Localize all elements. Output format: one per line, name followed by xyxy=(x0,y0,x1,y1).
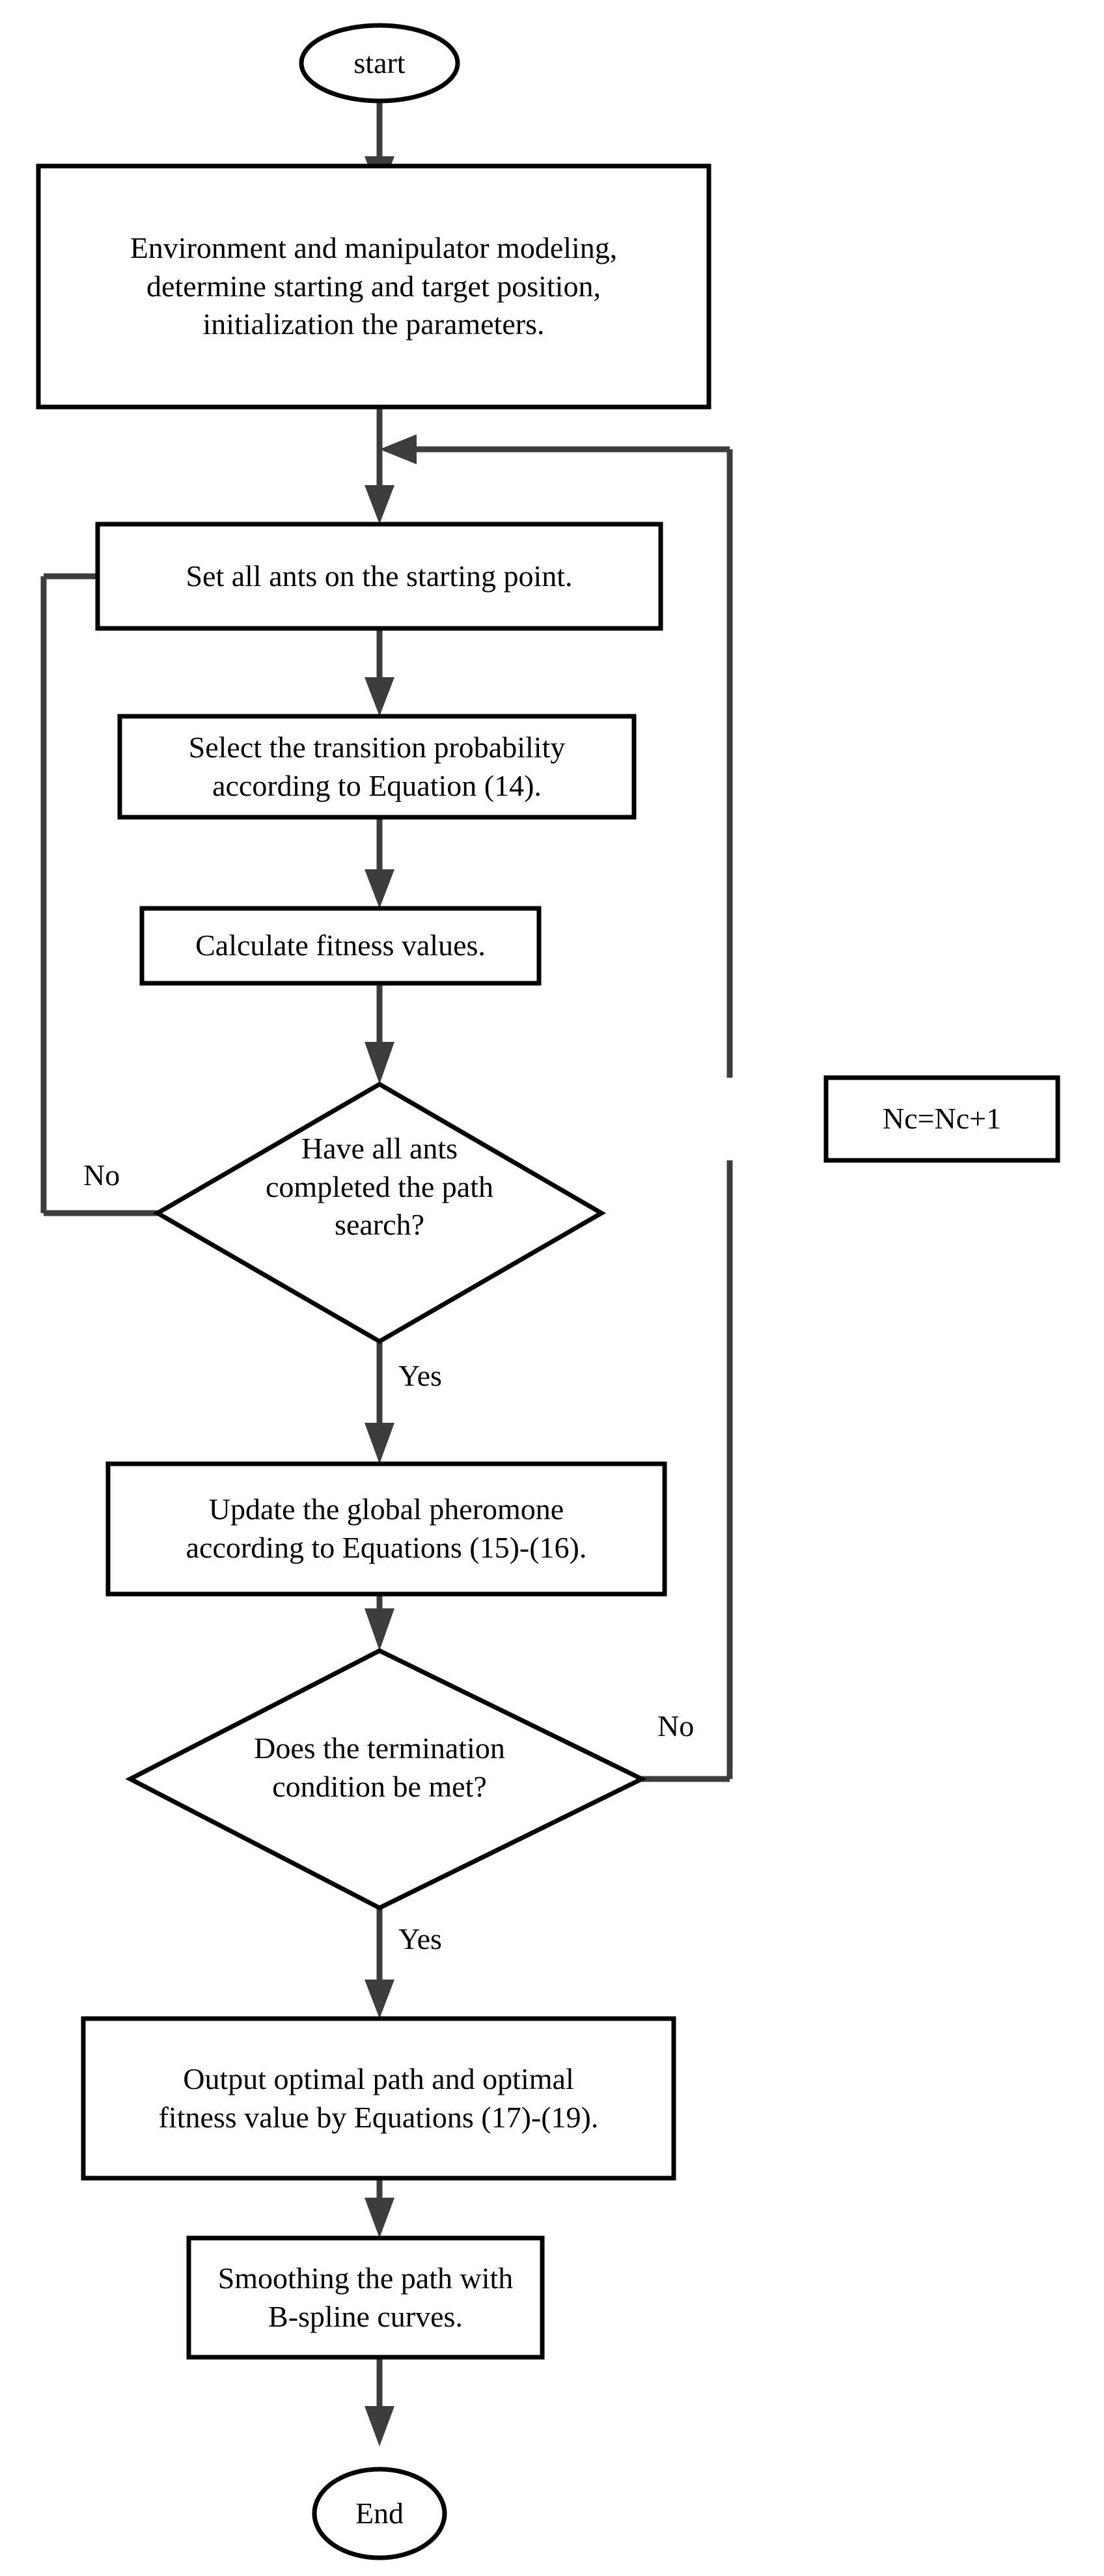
edge-label-ants-done-no: No xyxy=(83,1158,120,1192)
edge-label-termination-no: No xyxy=(657,1709,695,1743)
edge-calc-fitness-to-ants-done xyxy=(365,983,394,1084)
edge-select-prob-to-calc-fitness xyxy=(365,817,394,908)
node-init-shape[interactable] xyxy=(36,163,711,410)
edge-nc-loop-return xyxy=(380,434,733,1078)
node-select-prob-shape[interactable] xyxy=(117,714,637,820)
edge-update-to-termination xyxy=(365,1594,394,1651)
node-smoothing-shape[interactable] xyxy=(186,2235,545,2360)
node-start-shape[interactable] xyxy=(299,23,460,104)
node-calc-fitness-shape[interactable] xyxy=(139,906,542,986)
node-set-ants-shape[interactable] xyxy=(95,522,663,631)
edge-label-ants-done-yes: Yes xyxy=(398,1359,442,1392)
edge-label-termination-yes: Yes xyxy=(398,1922,442,1955)
node-end-shape[interactable] xyxy=(312,2467,447,2560)
edge-init-to-set-ants xyxy=(365,407,394,524)
edge-termination-no xyxy=(642,1160,733,1782)
edge-set-ants-to-select-prob xyxy=(365,628,394,716)
node-update-pheromone-shape[interactable] xyxy=(105,1461,667,1597)
node-termination-shape[interactable] xyxy=(125,1648,647,1911)
edge-smoothing-to-end xyxy=(365,2357,394,2446)
node-nc-increment-shape[interactable] xyxy=(823,1075,1060,1163)
edge-output-to-smoothing xyxy=(365,2178,394,2238)
node-ants-done-shape[interactable] xyxy=(153,1081,606,1345)
edge-ants-done-yes xyxy=(365,1341,394,1464)
node-output-shape[interactable] xyxy=(81,2016,676,2181)
edge-termination-yes xyxy=(365,1908,394,2019)
